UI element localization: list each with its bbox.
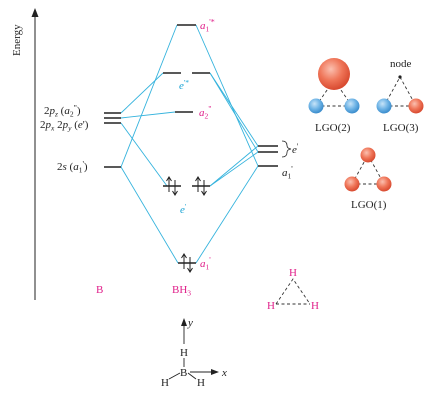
- label-y-axis: y: [187, 317, 193, 329]
- orbital-lobe-left: [376, 98, 392, 114]
- energy-axis-label: Energy: [11, 24, 23, 56]
- electron-spins: [166, 176, 207, 273]
- label-a2: a2": [199, 105, 212, 121]
- label-2pxpy: 2px 2py (e'): [40, 119, 89, 133]
- atom-b-center: B: [180, 367, 187, 379]
- label-lgo3: LGO(3): [383, 122, 419, 134]
- label-a1-bonding: a1': [200, 256, 211, 272]
- label-lgo-e: e': [292, 142, 299, 156]
- spin-pair-e1: [166, 176, 178, 196]
- label-lgo-a1: a1': [282, 165, 293, 181]
- label-x-axis: x: [221, 367, 227, 379]
- atom-h-top: H: [289, 267, 297, 279]
- orbital-lobe-top: [360, 147, 376, 163]
- orbital-lobe-right: [408, 98, 424, 114]
- atom-h-lower-left: H: [161, 377, 169, 389]
- label-a1-star: a1'*: [200, 18, 215, 34]
- boron-levels: [104, 112, 121, 168]
- x-axis-arrow-icon: [211, 369, 219, 375]
- lgo2-picture: [308, 58, 360, 114]
- label-boron: B: [96, 284, 103, 296]
- orbital-lobe-left: [308, 98, 324, 114]
- axis-arrow-icon: [31, 8, 39, 17]
- orbital-lobe-large: [318, 58, 350, 90]
- node-dot: [398, 75, 402, 79]
- e-brace-icon: [281, 140, 292, 158]
- label-e-star: e'*: [179, 78, 189, 92]
- bh3-geometry: y x H B H H: [161, 317, 227, 389]
- label-e-bonding: e': [180, 202, 187, 216]
- spin-pair-e2: [195, 176, 207, 196]
- mo-levels: [163, 24, 210, 264]
- y-axis-arrow-icon: [181, 318, 187, 326]
- orbital-lobe-right: [344, 98, 360, 114]
- atom-h-right: H: [311, 300, 319, 312]
- h3-triangle: H H H: [267, 267, 319, 312]
- label-2pz: 2pz (a2"): [44, 104, 81, 119]
- label-lgo1: LGO(1): [351, 199, 387, 211]
- energy-axis: Energy: [11, 8, 39, 300]
- lgo3-picture: [376, 75, 424, 114]
- label-bh3: BH3: [172, 284, 191, 298]
- label-node: node: [390, 58, 412, 70]
- atom-h-up: H: [180, 347, 188, 359]
- lgo-levels: [258, 145, 278, 167]
- label-2s: 2s (a1'): [57, 160, 88, 175]
- orbital-lobe-right: [376, 176, 392, 192]
- atom-h-lower-right: H: [197, 377, 205, 389]
- label-lgo2: LGO(2): [315, 122, 351, 134]
- atom-h-left: H: [267, 300, 275, 312]
- lgo1-picture: [344, 147, 392, 192]
- spin-pair-a1: [181, 253, 193, 273]
- correlation-lines: [120, 24, 259, 264]
- orbital-lobe-left: [344, 176, 360, 192]
